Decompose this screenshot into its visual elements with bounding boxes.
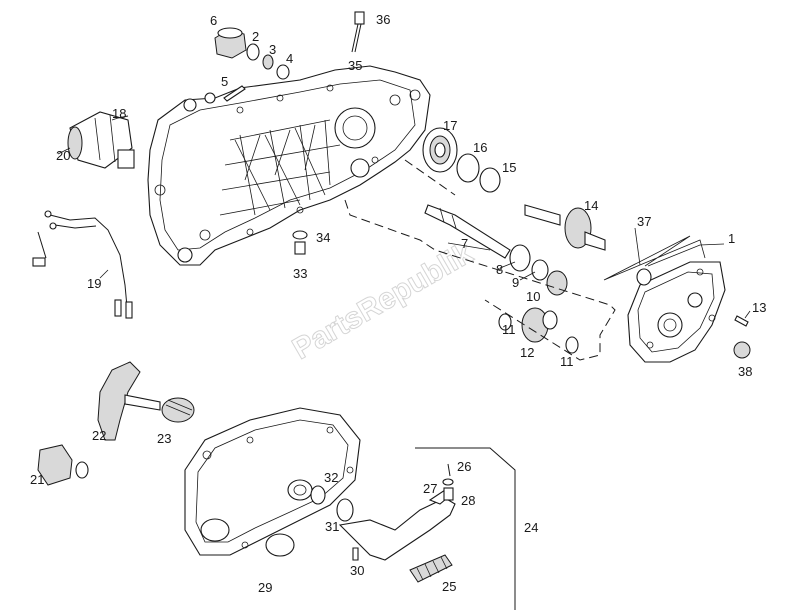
part-36-sensor <box>351 11 365 53</box>
part-15-ring <box>479 167 501 193</box>
part-9-ring <box>531 259 549 281</box>
part-32-seal <box>310 485 326 505</box>
part-37-bushing <box>636 268 652 286</box>
part-25-spring <box>409 554 453 583</box>
callout-6: 6 <box>210 13 217 28</box>
callout-22: 22 <box>92 428 106 443</box>
callout-24: 24 <box>524 520 538 535</box>
callout-18: 18 <box>112 106 126 121</box>
part-22-kick-sector <box>97 361 161 441</box>
callout-30: 30 <box>350 563 364 578</box>
callout-35: 35 <box>348 58 362 73</box>
callout-11-left: 11 <box>502 322 516 337</box>
part-12-gear <box>521 307 558 343</box>
part-11-washer-left <box>498 313 512 331</box>
callout-13: 13 <box>752 300 766 315</box>
side-cover <box>184 407 361 556</box>
part-27-clip <box>442 478 454 486</box>
part-8-bearing <box>509 244 531 272</box>
part-29-cap <box>265 533 295 557</box>
crankcase-half <box>147 65 431 266</box>
callout-34: 34 <box>316 230 330 245</box>
gearbox-cover <box>627 261 726 363</box>
callout-36: 36 <box>376 12 390 27</box>
callout-37: 37 <box>637 214 651 229</box>
part-21-pinion <box>37 444 89 486</box>
part-14-gear-shaft <box>524 204 606 251</box>
callout-23: 23 <box>157 431 171 446</box>
part-28-bolt <box>443 487 454 501</box>
callout-17: 17 <box>443 118 457 133</box>
callout-25: 25 <box>442 579 456 594</box>
part-18-bolt <box>117 115 129 119</box>
callout-12: 12 <box>520 345 534 360</box>
callout-3: 3 <box>269 42 276 57</box>
part-23-spring <box>161 397 195 423</box>
callout-19: 19 <box>87 276 101 291</box>
callout-26: 26 <box>457 459 471 474</box>
part-5-pin <box>223 85 246 102</box>
callout-7: 7 <box>461 236 468 251</box>
leader-lines <box>57 117 751 319</box>
callout-29: 29 <box>258 580 272 595</box>
callout-27: 27 <box>423 481 437 496</box>
callout-21: 21 <box>30 472 44 487</box>
part-3-bearing <box>262 54 274 70</box>
part-16-circlip <box>456 153 480 183</box>
callout-31: 31 <box>325 519 339 534</box>
part-13-bolt <box>734 315 749 327</box>
part-26-pin <box>447 463 451 477</box>
callout-8: 8 <box>496 262 503 277</box>
callout-16: 16 <box>473 140 487 155</box>
part-6-cap <box>214 27 247 59</box>
callout-15: 15 <box>502 160 516 175</box>
callout-14: 14 <box>584 198 598 213</box>
callout-1: 1 <box>728 231 735 246</box>
part-11-washer-right <box>565 336 579 354</box>
callout-10: 10 <box>526 289 540 304</box>
part-17-bearing <box>422 127 458 173</box>
part-10-bearing <box>546 270 568 296</box>
part-2-seal <box>246 43 260 61</box>
callout-38: 38 <box>738 364 752 379</box>
callout-28: 28 <box>461 493 475 508</box>
callout-32: 32 <box>324 470 338 485</box>
callout-2: 2 <box>252 29 259 44</box>
part-31-washer <box>336 498 354 522</box>
callout-11-right: 11 <box>560 354 574 369</box>
part-38-cap <box>733 341 751 359</box>
part-7-shaft <box>424 204 511 259</box>
callout-5: 5 <box>221 74 228 89</box>
watermark: PartsRepublik <box>287 236 478 366</box>
callout-4: 4 <box>286 51 293 66</box>
callout-9: 9 <box>512 275 519 290</box>
assembly-dashed-lines <box>344 159 616 361</box>
callout-labels: 1 2 3 4 5 6 7 8 9 10 11 11 12 13 14 15 1… <box>30 12 766 595</box>
group-24-bracket <box>415 447 516 610</box>
part-4-ring <box>276 64 290 80</box>
part-19-wire <box>32 210 133 319</box>
part-30-screw <box>352 547 359 561</box>
part-34-nut <box>292 230 308 255</box>
part-20-starter-motor <box>67 111 135 169</box>
callout-20: 20 <box>56 148 70 163</box>
callout-33: 33 <box>293 266 307 281</box>
